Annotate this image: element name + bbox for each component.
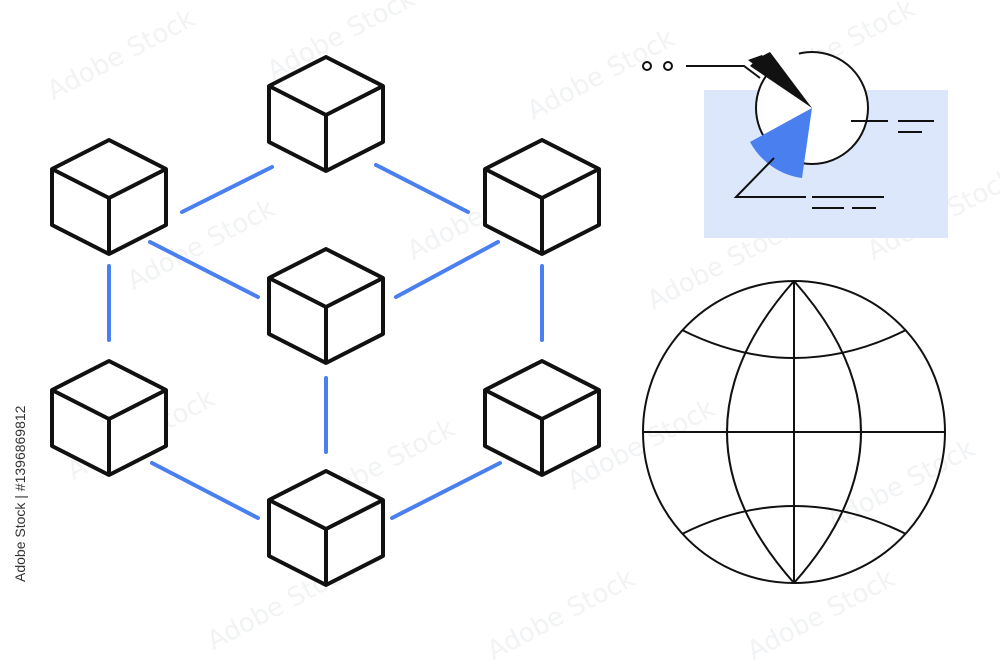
globe-longitude [726, 280, 795, 584]
callout-line [686, 65, 761, 79]
connector-line [180, 165, 274, 214]
pie-blue-slice [750, 108, 812, 178]
globe-latitude [681, 329, 907, 359]
callout-line [733, 157, 806, 198]
cube-edges [484, 388, 600, 475]
cube-edges [268, 276, 384, 363]
cube-edges [51, 388, 167, 475]
cube-edges [268, 498, 384, 585]
connector-line [374, 163, 470, 214]
connector-line [148, 240, 260, 299]
stock-id-label: Adobe Stock | #1396869812 [12, 405, 28, 582]
cube-edges [51, 167, 167, 254]
pie-dark-wedge [750, 52, 812, 108]
cube-icon [50, 138, 168, 256]
callout-dot [663, 61, 673, 71]
globe-latitude [681, 505, 907, 535]
connector-line [390, 461, 502, 520]
cube-icon [483, 359, 601, 477]
connector-line [150, 461, 260, 520]
callout-dot [642, 61, 652, 71]
pie-chart-report-icon [642, 49, 948, 238]
cube-icon [267, 247, 385, 365]
globe-longitude [793, 280, 862, 584]
network-connectors [107, 163, 544, 520]
cube-edges [268, 84, 384, 171]
cube-icon [483, 138, 601, 256]
cube-icon [50, 359, 168, 477]
cube-icon [267, 469, 385, 587]
cube-icon [267, 55, 385, 173]
cube-group [50, 55, 601, 587]
cube-edges [484, 167, 600, 254]
illustration [50, 49, 948, 587]
globe-icon [642, 280, 946, 584]
connector-line [394, 240, 500, 299]
